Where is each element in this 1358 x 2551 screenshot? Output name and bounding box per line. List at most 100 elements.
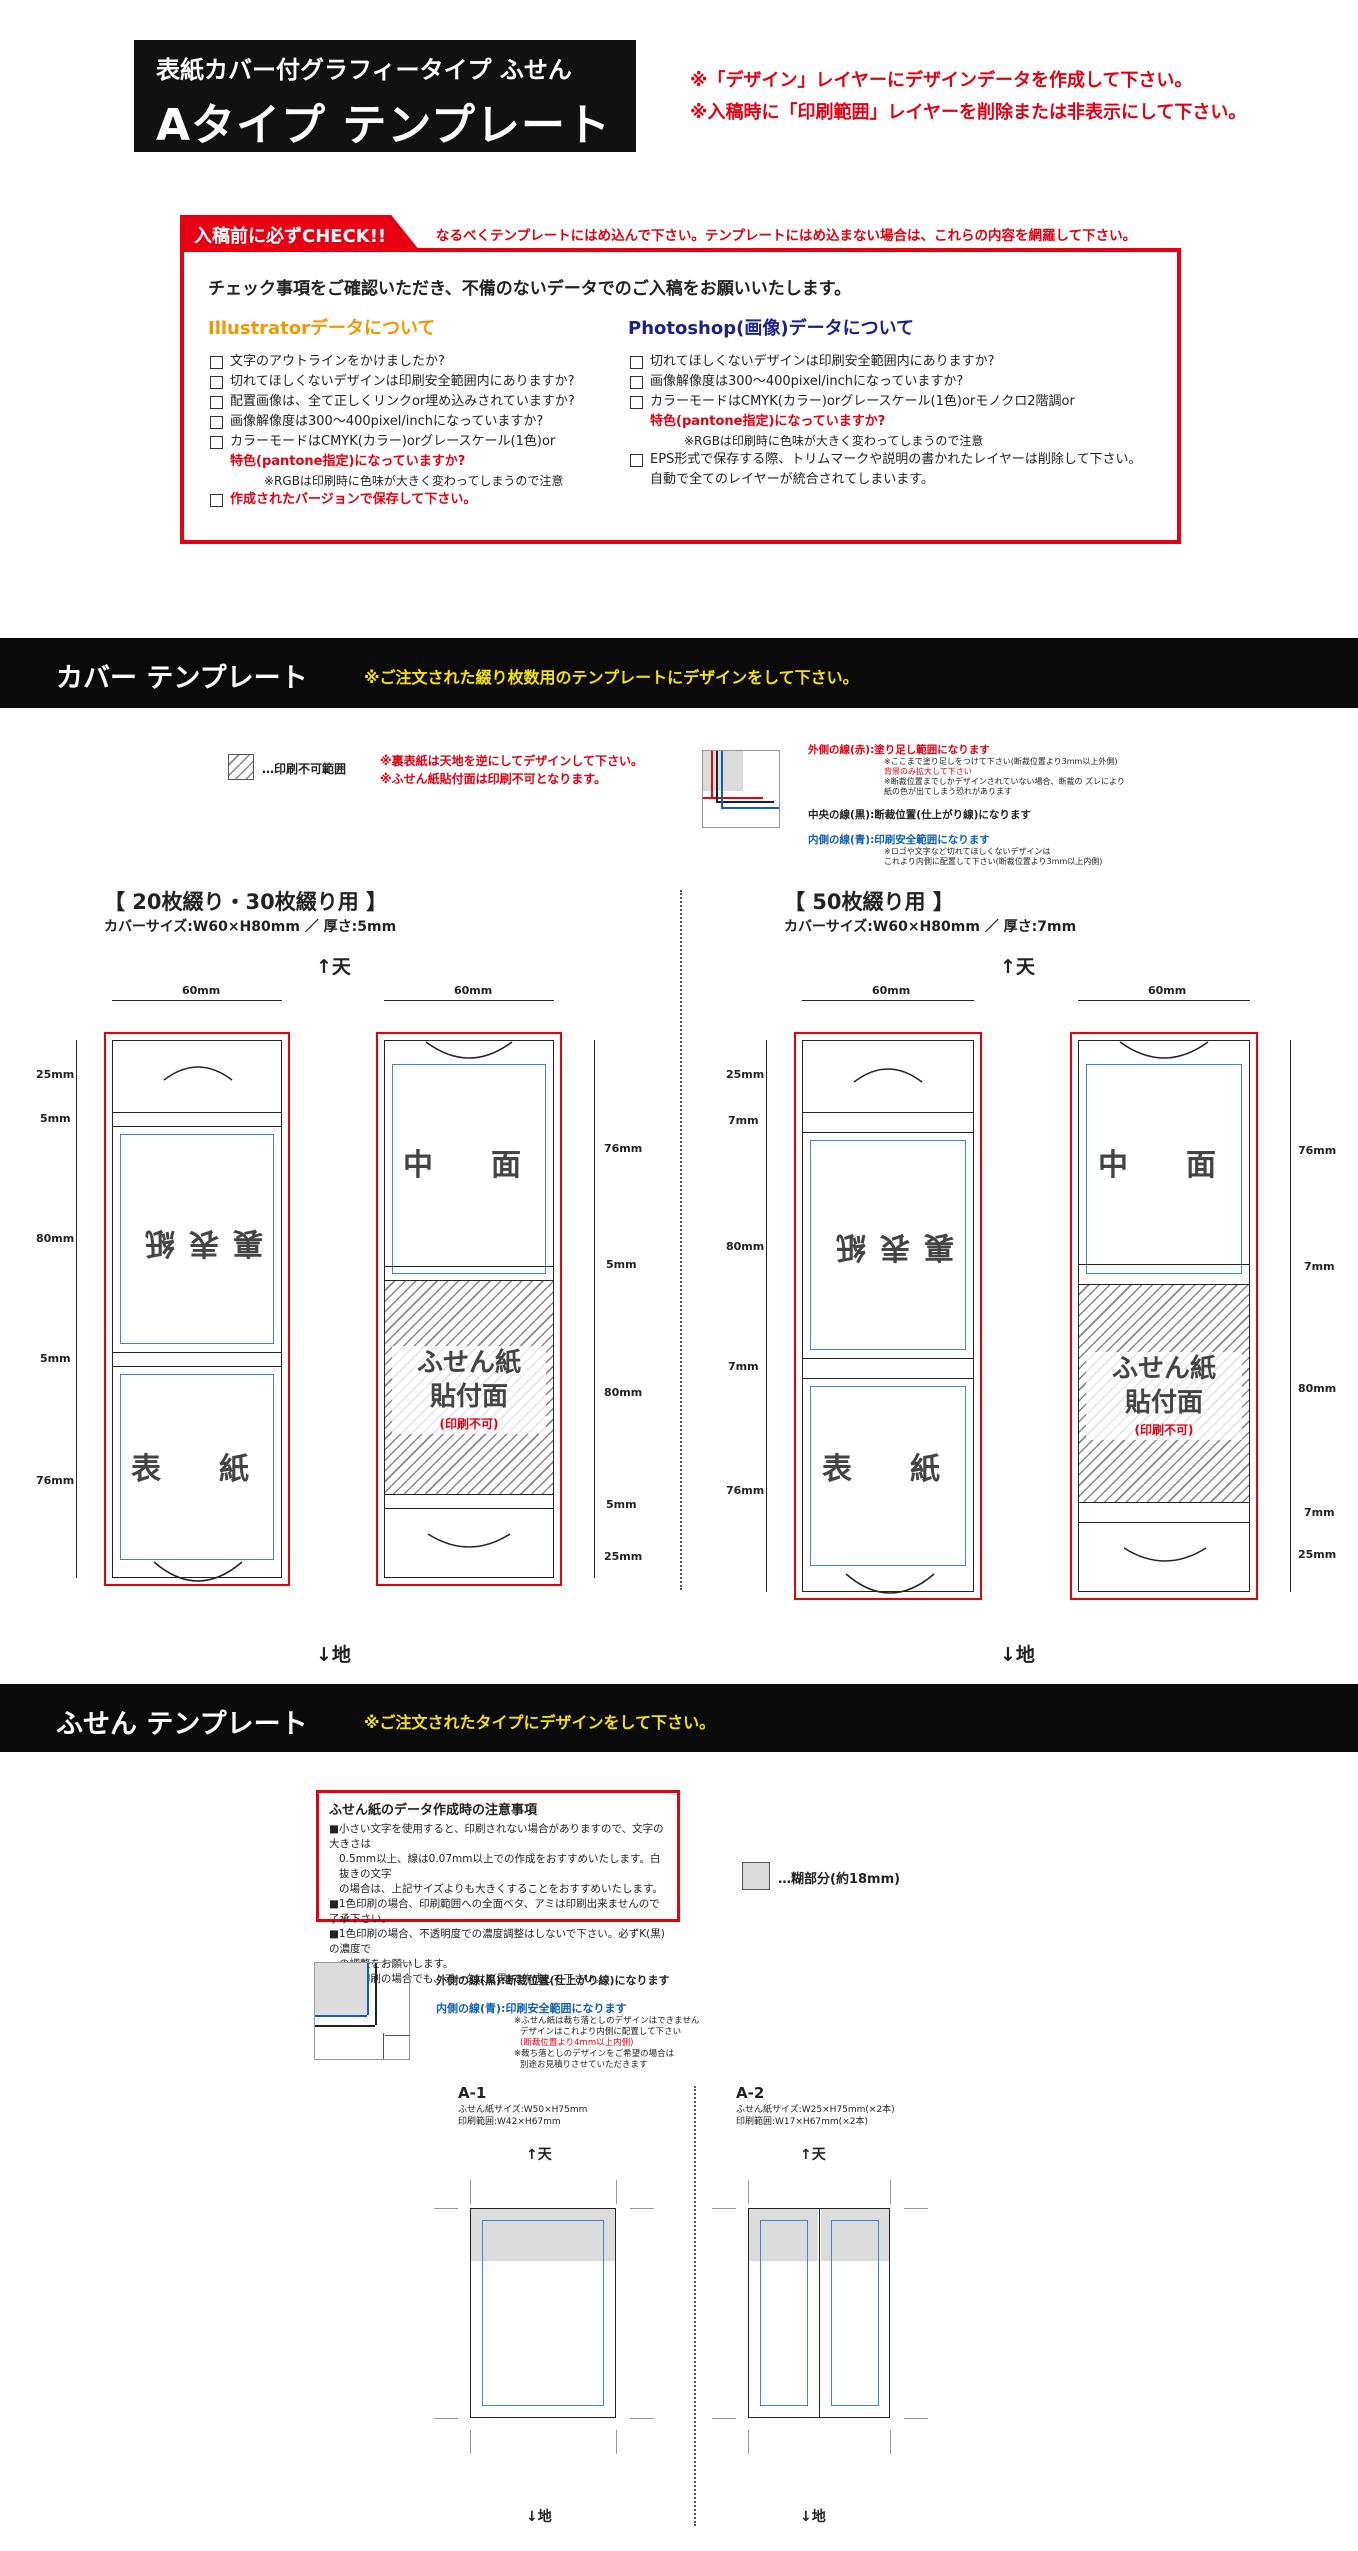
check-item: 画像解像度は300〜400pixel/inchになっていますか? — [628, 372, 1168, 392]
crop-mark — [616, 2180, 617, 2204]
fusen-note-line: ■特色印刷の場合でも、データはK(黒)で作成して下さい。 — [329, 1973, 606, 1985]
glue-area — [821, 2209, 889, 2261]
tab-curve — [153, 1561, 243, 1582]
dim-label: 25mm — [604, 1550, 643, 1563]
check-item: 文字のアウトラインをかけましたか? — [208, 352, 618, 372]
bottom-direction: ↓地 — [316, 1644, 351, 1666]
bleed-line — [104, 1032, 290, 1586]
dim-label: 5mm — [40, 1352, 71, 1365]
bottom-direction: ↓地 — [800, 2509, 826, 2525]
dim-label: 5mm — [606, 1498, 637, 1511]
width-label: 60mm — [182, 984, 221, 997]
header-note-1: ※「デザイン」レイヤーにデザインデータを作成して下さい。 — [690, 70, 1193, 91]
check-item-cont: 自動で全てのレイヤーが統合されてしまいます。 — [650, 472, 934, 487]
crop-mark — [904, 2208, 928, 2209]
crop-mark — [470, 2180, 471, 2204]
fusen-band-note: ※ご注文されたタイプにデザインをして下さい。 — [364, 1713, 716, 1732]
set-size: カバーサイズ:W60×H80mm ／ 厚さ:5mm — [104, 919, 397, 935]
set-divider — [680, 890, 682, 1590]
outer-line-sub: 背景のみ拡大して下さい — [884, 767, 972, 776]
crop-mark — [434, 2418, 458, 2419]
cover-band-note: ※ご注文された綴り枚数用のテンプレートにデザインをして下さい。 — [364, 668, 859, 687]
glue-label: …糊部分(約18mm) — [778, 1872, 901, 1887]
dim-label: 7mm — [728, 1114, 759, 1127]
illustrator-heading: Illustratorデータについて — [208, 318, 436, 339]
page-title: Aタイプ テンプレート — [156, 100, 612, 151]
crop-mark — [470, 2430, 471, 2454]
fusen-note-line: ■1色印刷の場合、印刷範囲への全面ベタ、アミは印刷出来ませんので了承下さい。 — [329, 1898, 660, 1925]
cover-band-title: カバー テンプレート — [56, 663, 308, 694]
dim-label: 76mm — [1298, 1144, 1337, 1157]
fusen-notes-title: ふせん紙のデータ作成時の注意事項 — [329, 1803, 538, 1818]
fusen-note-line: ■小さい文字を使用すると、印刷されない場合がありますので、文字の大きさは — [329, 1823, 664, 1850]
dim-label: 80mm — [1298, 1382, 1337, 1395]
back-cover-label: 裏表紙 — [822, 1229, 954, 1264]
glue-area — [471, 2209, 615, 2261]
check-tab-note: なるべくテンプレートにはめ込んで下さい。テンプレートにはめ込まない場合は、これら… — [436, 228, 1137, 244]
crop-mark — [904, 2418, 928, 2419]
bottom-direction: ↓地 — [1000, 1644, 1035, 1666]
dim-label: 25mm — [36, 1068, 75, 1081]
set-title: 【 20枚綴り・30枚綴り用 】 — [104, 890, 388, 914]
fusen-band-title: ふせん テンプレート — [56, 1709, 308, 1740]
check-item: 画像解像度は300〜400pixel/inchになっていますか? — [208, 412, 618, 432]
crop-mark — [616, 2430, 617, 2454]
crop-mark — [712, 2208, 736, 2209]
tab-curve — [845, 1573, 935, 1594]
fusen-outer-label: 外側の線(黒):断裁位置(仕上がり線)になります — [436, 1974, 670, 1987]
fusen-notes-box: ふせん紙のデータ作成時の注意事項 ■小さい文字を使用すると、印刷されない場合があ… — [316, 1790, 680, 1985]
bleed-line — [794, 1032, 982, 1600]
safe-area — [831, 2220, 879, 2406]
safe-area — [810, 1386, 966, 1566]
tab-curve — [163, 1066, 233, 1081]
inner-line-sub: ※ロゴや文字など切れてほしくないデザインは — [884, 847, 1051, 856]
safe-area — [482, 2220, 604, 2406]
front-cover-label: 表 紙 — [822, 1452, 954, 1487]
dim-label: 76mm — [36, 1474, 75, 1487]
fusen-band: ふせん テンプレート ※ご注文されたタイプにデザインをして下さい。 — [0, 1684, 1358, 1752]
bleed-line — [376, 1032, 562, 1586]
tab-curve — [853, 1068, 923, 1083]
outer-line-sub: ※ここまで塗り足しをつけて下さい(断裁位置より3mm以上外側) — [884, 757, 1118, 766]
crop-mark — [434, 2208, 458, 2209]
glue-swatch — [742, 1862, 770, 1890]
set-title: 【 50枚綴り用 】 — [784, 890, 954, 914]
tab-curve — [427, 1533, 511, 1548]
front-cover-label: 表 紙 — [131, 1452, 263, 1487]
safe-area — [760, 2220, 808, 2406]
dim-label: 5mm — [606, 1258, 637, 1271]
outer-line-sub: 紙の色が出てしまう恐れがあります — [884, 787, 1012, 796]
dim-label: 76mm — [604, 1142, 643, 1155]
photoshop-heading: Photoshop(画像)データについて — [628, 318, 915, 339]
cover-outer — [112, 1040, 282, 1578]
check-note: ※RGBは印刷時に色味が大きく変わってしまうので注意 — [264, 474, 564, 488]
type-size: ふせん紙サイズ:W25×H75mm(×2本) — [736, 2105, 895, 2115]
dim-label: 25mm — [726, 1068, 765, 1081]
type-label: A-1 — [458, 2084, 487, 2102]
check-box — [180, 248, 1181, 544]
fusen-line-diagram — [314, 1962, 410, 2060]
set-size: カバーサイズ:W60×H80mm ／ 厚さ:7mm — [784, 919, 1077, 935]
crop-mark — [630, 2418, 654, 2419]
crop-mark — [748, 2180, 749, 2204]
fusen-inner-label: 内側の線(青):印刷安全範囲になります — [436, 2002, 627, 2015]
cover-legend-note-2: ※ふせん紙貼付面は印刷不可となります。 — [380, 772, 607, 786]
bleed-line — [1070, 1032, 1258, 1600]
fusen-divider — [694, 2086, 696, 2526]
fusen-inner-sub: ※裁ち落としのデザインをご希望の場合は — [514, 2049, 675, 2059]
width-label: 60mm — [872, 984, 911, 997]
check-item: 作成されたバージョンで保存して下さい。 — [208, 490, 618, 510]
sticky-label: ふせん紙 貼付面 (印刷不可) — [1086, 1352, 1242, 1440]
dim-label: 80mm — [726, 1240, 765, 1253]
fusen-note-line: ■1色印刷の場合、不透明度での濃度調整はしないで下さい。必ずK(黒)の濃度で — [329, 1928, 665, 1955]
check-item: EPS形式で保存する際、トリムマークや説明の書かれたレイヤーは削除して下さい。 — [628, 450, 1168, 470]
inner-line-label: 内側の線(青):印刷安全範囲になります — [808, 834, 990, 846]
title-block: 表紙カバー付グラフィータイプ ふせん Aタイプ テンプレート — [134, 40, 636, 152]
dim-label: 7mm — [1304, 1506, 1335, 1519]
check-item: 配置画像は、全て正しくリンクor埋め込みされていますか? — [208, 392, 618, 412]
crop-mark — [748, 2430, 749, 2454]
check-item-cont: 特色(pantone指定)になっていますか? — [650, 414, 886, 429]
safe-area — [120, 1374, 274, 1560]
check-note: ※RGBは印刷時に色味が大きく変わってしまうので注意 — [684, 434, 984, 448]
sticky-label: ふせん紙 貼付面 (印刷不可) — [392, 1346, 546, 1434]
